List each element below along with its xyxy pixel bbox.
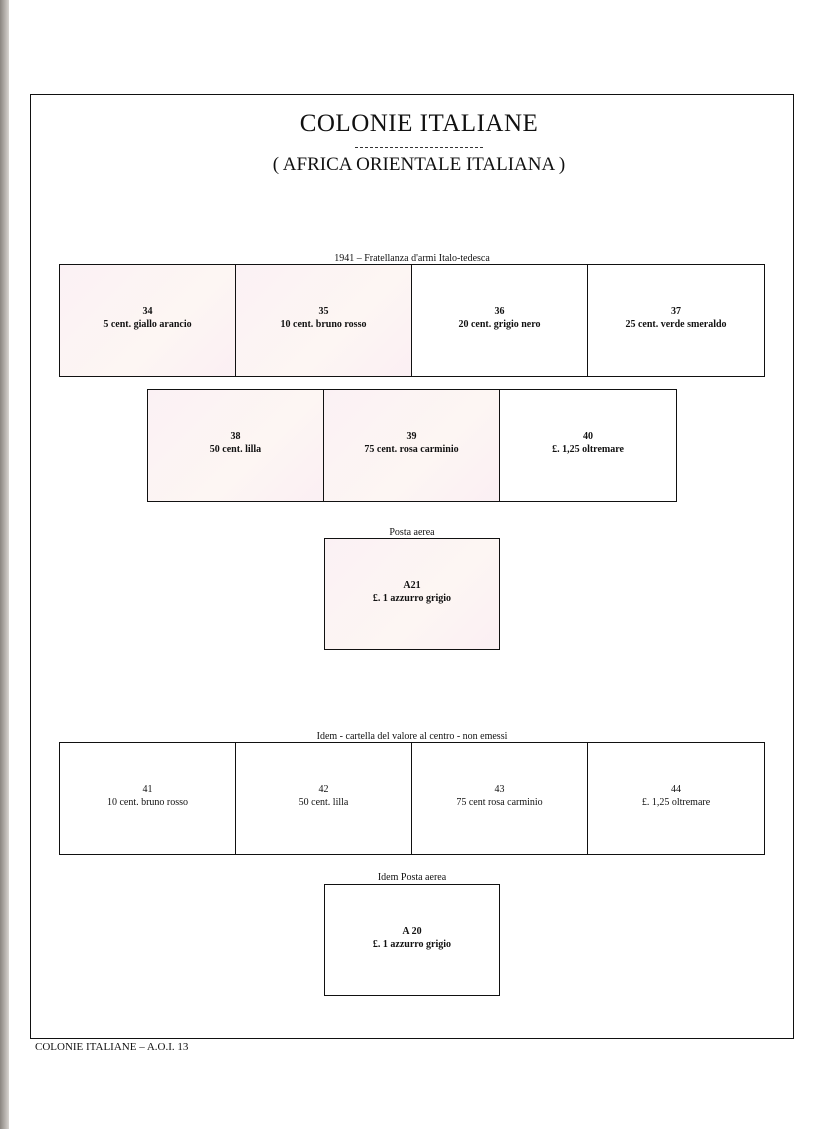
section-caption: 1941 – Fratellanza d'armi Italo-tedesca: [334, 253, 490, 264]
stamp-number: A21: [403, 580, 421, 591]
stamp-desc: 10 cent. bruno rosso: [280, 319, 367, 330]
stamp-slot: 39 75 cent. rosa carminio: [324, 390, 500, 501]
section-caption: Posta aerea: [389, 527, 435, 538]
stamp-desc: 50 cent. lilla: [209, 444, 262, 455]
stamp-slot: 36 20 cent. grigio nero: [412, 265, 588, 376]
stamp-desc: £. 1 azzurro grigio: [372, 939, 452, 950]
stamp-desc: 75 cent rosa carminio: [456, 797, 543, 808]
page-title: COLONIE ITALIANE: [299, 110, 539, 137]
stamp-slot: 35 10 cent. bruno rosso: [236, 265, 412, 376]
stamp-number: 40: [583, 431, 593, 442]
stamp-number: 34: [142, 306, 153, 317]
stamp-number: 38: [230, 431, 241, 442]
stamp-number: 43: [494, 784, 505, 795]
scan-edge: [0, 0, 9, 1129]
stamp-desc: £. 1,25 oltremare: [641, 797, 711, 808]
stamp-slot: 38 50 cent. lilla: [148, 390, 324, 501]
stamp-number: 42: [318, 784, 329, 795]
stamp-slot: 42 50 cent. lilla: [236, 743, 412, 854]
stamp-slot: 41 10 cent. bruno rosso: [60, 743, 236, 854]
stamp-slot: A21 £. 1 azzurro grigio: [324, 538, 500, 650]
stamp-desc: 5 cent. giallo arancio: [103, 319, 192, 330]
stamp-desc: 10 cent. bruno rosso: [106, 797, 189, 808]
stamp-row: 38 50 cent. lilla 39 75 cent. rosa carmini…: [147, 389, 677, 502]
stamp-desc: 50 cent. lilla: [298, 797, 349, 808]
stamp-row: 34 5 cent. giallo arancio 35 10 cent. brun…: [59, 264, 765, 377]
stamp-slot: 43 75 cent rosa carminio: [412, 743, 588, 854]
stamp-desc: £. 1,25 oltremare: [552, 444, 624, 455]
stamp-number: 35: [318, 306, 329, 317]
stamp-desc: £. 1 azzurro grigio: [372, 593, 452, 604]
stamp-desc: 20 cent. grigio nero: [458, 319, 541, 330]
stamp-number: 44: [671, 784, 681, 795]
stamp-slot: 40 £. 1,25 oltremare: [500, 390, 676, 501]
stamp-number: 39: [406, 431, 417, 442]
section-caption: Idem - cartella del valore al centro - n…: [316, 731, 508, 742]
title-divider: [355, 147, 483, 148]
stamp-number: A 20: [402, 926, 422, 937]
stamp-desc: 25 cent. verde smeraldo: [625, 319, 727, 330]
page-subtitle: ( AFRICA ORIENTALE ITALIANA ): [272, 154, 566, 175]
stamp-slot: A 20 £. 1 azzurro grigio: [324, 884, 500, 996]
stamp-desc: 75 cent. rosa carminio: [364, 444, 459, 455]
stamp-slot: 44 £. 1,25 oltremare: [588, 743, 764, 854]
stamp-slot: 37 25 cent. verde smeraldo: [588, 265, 764, 376]
page-footer: COLONIE ITALIANE – A.O.I. 13: [35, 1041, 189, 1053]
stamp-number: 41: [142, 784, 153, 795]
stamp-slot: 34 5 cent. giallo arancio: [60, 265, 236, 376]
page-frame: [30, 94, 794, 1039]
section-caption: Idem Posta aerea: [377, 872, 447, 883]
stamp-number: 36: [494, 306, 505, 317]
stamp-number: 37: [671, 306, 681, 317]
